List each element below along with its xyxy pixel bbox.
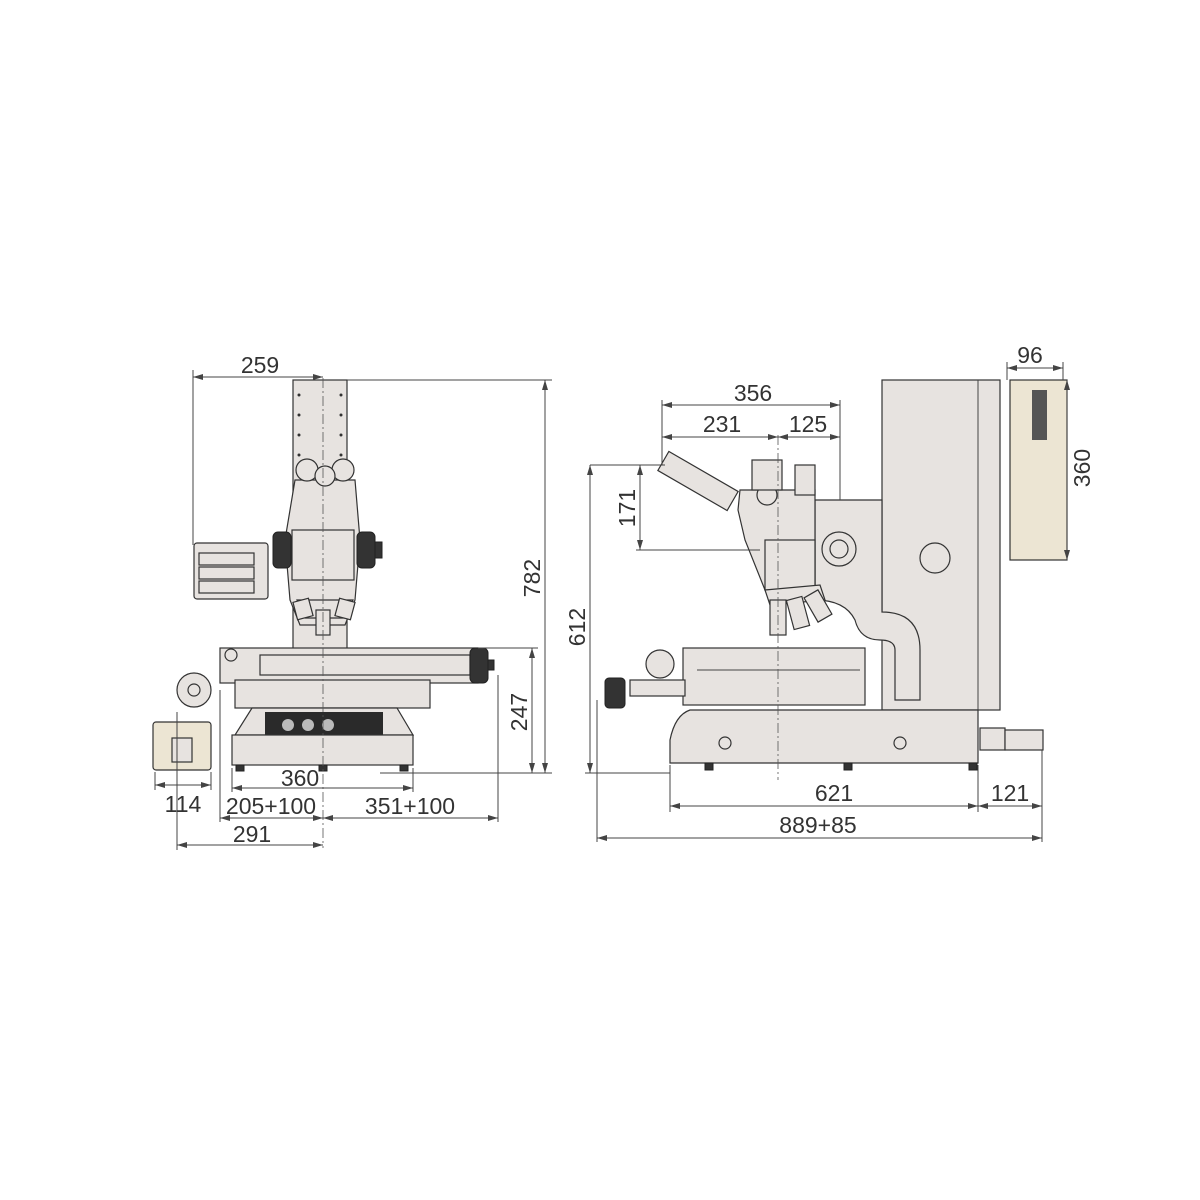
- coaxial-light: [794, 464, 816, 496]
- dim-231: 231: [703, 411, 741, 437]
- camera-port: [751, 459, 783, 491]
- dim-171: 171: [614, 489, 640, 527]
- dim-360: 360: [281, 765, 319, 791]
- dim-782: 782: [519, 559, 545, 597]
- dim-205-100: 205+100: [226, 793, 316, 819]
- fine-focus-knob: [374, 541, 383, 559]
- side-view: [604, 379, 1068, 780]
- x-feed-knob: [469, 647, 489, 684]
- stage-clamp: [224, 648, 238, 662]
- dim-259: 259: [241, 352, 279, 378]
- column-holes: [297, 393, 343, 457]
- dim-889-85: 889+85: [779, 812, 856, 838]
- side-y-wheel: [645, 649, 675, 679]
- side-dimensions: 356 231 125 171 612 96 360 621 121 889+8…: [564, 342, 1095, 842]
- dim-351-100: 351+100: [365, 793, 455, 819]
- column-knob: [919, 542, 951, 574]
- objective: [292, 597, 314, 621]
- dim-612: 612: [564, 608, 590, 646]
- dim-360-side: 360: [1069, 449, 1095, 487]
- objective: [334, 597, 356, 621]
- side-objective: [785, 595, 811, 631]
- focus-knob-right: [356, 531, 376, 569]
- vent-grille: [1032, 390, 1047, 440]
- dim-114: 114: [165, 791, 202, 817]
- eyepiece-center: [314, 465, 336, 487]
- rear-fitting: [1004, 729, 1044, 751]
- rear-connector: [979, 727, 1006, 751]
- side-eyepiece-tube: [657, 450, 739, 512]
- dim-621: 621: [815, 780, 853, 806]
- side-base: [669, 709, 979, 764]
- power-switch: [171, 737, 193, 763]
- side-feed-arm: [629, 679, 686, 697]
- base: [231, 734, 414, 766]
- dim-125: 125: [789, 411, 827, 437]
- side-stage: [682, 647, 866, 706]
- side-objective: [803, 589, 833, 623]
- side-head-lower: [764, 539, 816, 591]
- front-dimensions: 259 782 247 360 114 205+100 351+100 291: [154, 352, 552, 850]
- focus-knob-left: [272, 531, 292, 569]
- front-view: [152, 378, 495, 848]
- side-feed-knob: [604, 677, 626, 709]
- dim-356: 356: [734, 380, 772, 406]
- dim-247: 247: [506, 693, 532, 731]
- dim-291: 291: [233, 821, 271, 847]
- dim-96: 96: [1017, 342, 1043, 368]
- stage-rail: [259, 654, 471, 676]
- stage-lower: [234, 679, 431, 709]
- dim-121: 121: [991, 780, 1029, 806]
